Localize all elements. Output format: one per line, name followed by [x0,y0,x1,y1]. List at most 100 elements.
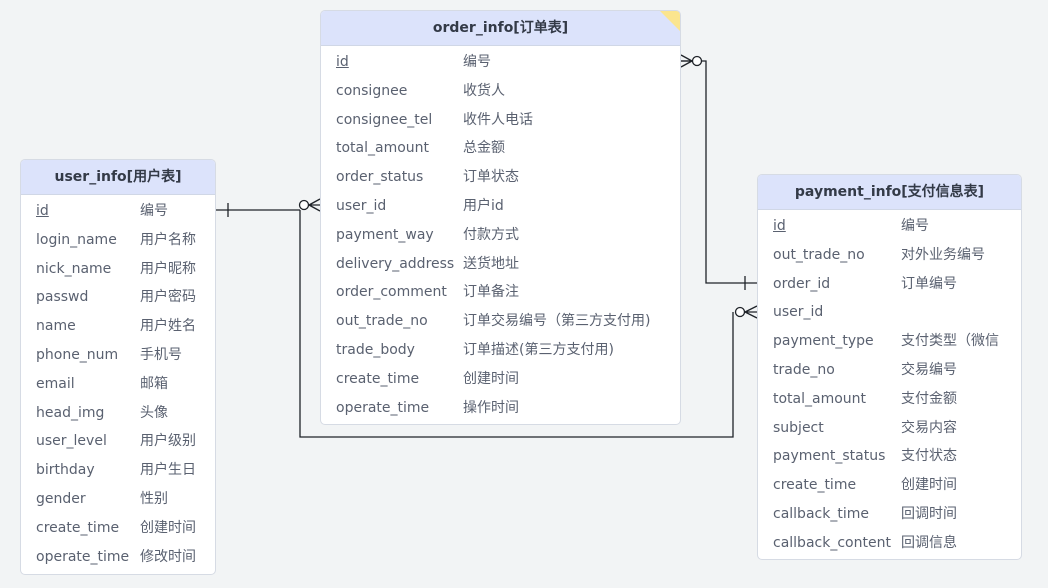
order-payment-crowfoot [680,54,693,68]
field-row[interactable]: user_level 用户级别 [21,427,215,456]
field-comment: 用户级别 [140,433,196,450]
user-order-zero-marker [298,199,310,211]
field-row[interactable]: subject 交易内容 [758,414,1021,443]
field-name: create_time [36,519,120,536]
field-row[interactable]: user_id 用户id [321,192,680,221]
field-comment: 编号 [463,54,491,70]
field-name: consignee [336,82,408,99]
field-name: user_id [336,197,387,214]
field-row[interactable]: operate_time 操作时间 [321,394,680,423]
field-name: order_comment [336,284,447,301]
field-name: email [36,375,75,392]
field-name: out_trade_no [336,313,428,330]
field-comment: 总金额 [463,140,505,157]
field-row[interactable]: out_trade_no 订单交易编号（第三方支付用) [321,307,680,336]
field-comment: 创建时间 [901,477,957,494]
field-comment: 收件人电话 [463,111,533,128]
field-name: payment_type [773,333,874,350]
field-name: nick_name [36,260,112,277]
field-comment: 操作时间 [463,399,519,416]
field-comment: 用户姓名 [140,318,196,335]
field-name: subject [773,419,824,436]
field-comment: 订单描述(第三方支付用) [463,341,614,358]
field-name: birthday [36,462,95,479]
primary-key-name: id [773,218,786,234]
field-row[interactable]: user_id [758,298,1021,327]
field-name: trade_body [336,341,415,358]
field-row[interactable]: order_comment 订单备注 [321,278,680,307]
field-comment: 送货地址 [463,255,519,272]
field-row[interactable]: id 编号 [321,48,680,77]
field-row[interactable]: phone_num 手机号 [21,341,215,370]
field-comment: 对外业务编号 [901,246,985,263]
field-name: passwd [36,289,89,306]
field-row[interactable]: total_amount 总金额 [321,134,680,163]
field-row[interactable]: delivery_address 送货地址 [321,250,680,279]
field-comment: 订单交易编号（第三方支付用) [463,313,651,330]
field-comment: 手机号 [140,346,182,363]
field-row[interactable]: out_trade_no 对外业务编号 [758,241,1021,270]
user-payment-crowfoot [744,305,758,319]
field-row[interactable]: trade_body 订单描述(第三方支付用) [321,336,680,365]
field-comment: 用户id [463,197,504,214]
field-name: create_time [773,477,857,494]
field-name: order_id [773,275,831,292]
field-name: consignee_tel [336,111,433,128]
field-name: total_amount [336,140,430,157]
field-name: total_amount [773,390,867,407]
field-comment: 交易内容 [901,419,957,436]
field-name: user_level [36,433,107,450]
field-comment: 性别 [140,490,168,507]
field-name: phone_num [36,346,119,363]
field-row[interactable]: consignee_tel 收件人电话 [321,106,680,135]
note-corner-icon [660,11,680,31]
field-comment: 创建时间 [140,519,196,536]
primary-key-name: id [36,203,49,219]
field-row[interactable]: gender 性别 [21,485,215,514]
field-name: gender [36,490,86,507]
field-comment: 用户密码 [140,289,196,306]
user-info-title: user_info[用户表] [21,160,215,195]
field-comment: 回调时间 [901,505,957,522]
field-comment: 头像 [140,404,168,421]
primary-key-name: id [336,54,349,70]
field-name: head_img [36,404,105,421]
field-name: out_trade_no [773,246,865,263]
field-name: delivery_address [336,255,455,272]
field-row[interactable]: head_img 头像 [21,399,215,428]
field-comment: 订单备注 [463,284,519,301]
field-name: operate_time [336,399,430,416]
field-row[interactable]: callback_time 回调时间 [758,500,1021,529]
field-row[interactable]: create_time 创建时间 [21,514,215,543]
field-row[interactable]: passwd 用户密码 [21,283,215,312]
field-row[interactable]: id 编号 [758,212,1021,241]
field-row[interactable]: create_time 创建时间 [758,471,1021,500]
order-payment-link [681,60,757,284]
field-comment: 编号 [901,218,929,234]
field-name: callback_time [773,505,869,522]
field-comment: 付款方式 [463,226,519,243]
